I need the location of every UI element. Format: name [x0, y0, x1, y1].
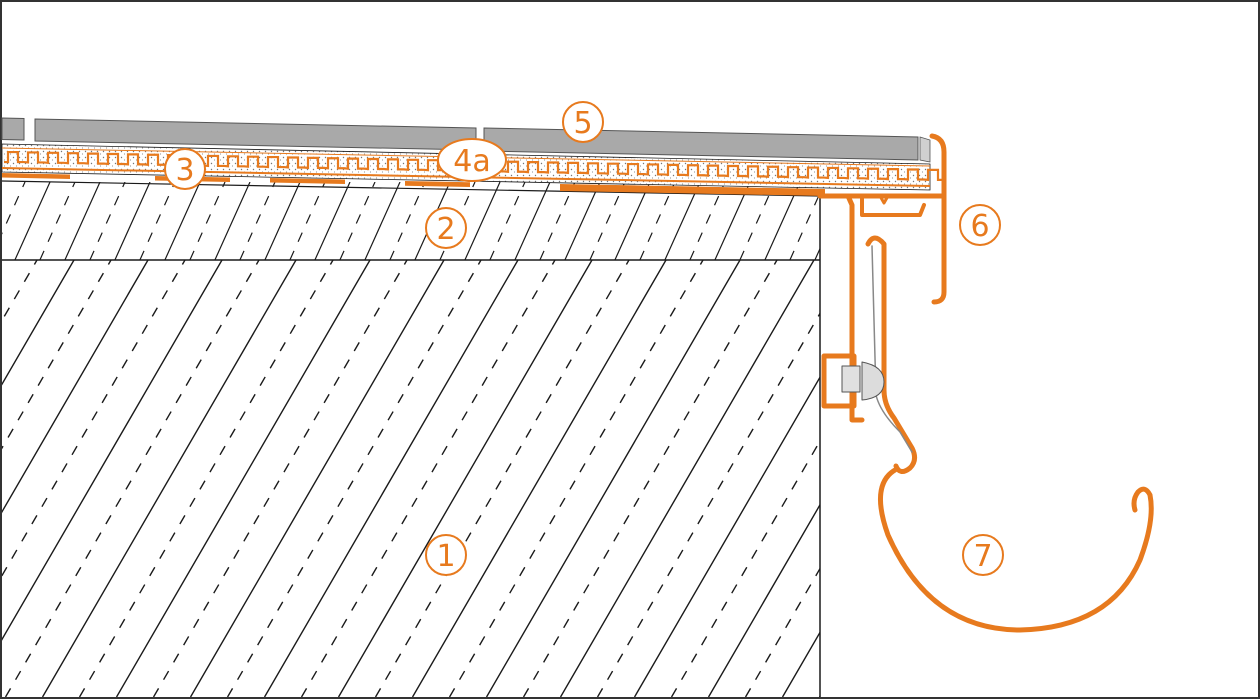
callout-6: 6: [959, 204, 1001, 246]
svg-text:6: 6: [970, 209, 989, 244]
screed-layer: [2, 182, 820, 260]
callout-7: 7: [962, 534, 1004, 576]
svg-text:2: 2: [436, 212, 455, 247]
tile-edge-highlight: [919, 136, 931, 163]
svg-text:5: 5: [573, 106, 592, 141]
svg-text:7: 7: [973, 539, 992, 574]
callout-2: 2: [425, 207, 467, 249]
concrete-slab: [2, 260, 820, 697]
edge-profile: [817, 133, 947, 423]
callout-1: 1: [425, 534, 467, 576]
gutter-hanger: [821, 235, 918, 474]
svg-text:4a: 4a: [453, 144, 490, 179]
callout-4a: 4a: [437, 138, 507, 182]
svg-text:1: 1: [436, 539, 455, 574]
callout-3: 3: [164, 148, 206, 190]
rain-gutter: [877, 467, 1154, 633]
slab-top-line: [1, 180, 821, 197]
callout-5: 5: [562, 101, 604, 143]
svg-text:3: 3: [175, 153, 194, 188]
